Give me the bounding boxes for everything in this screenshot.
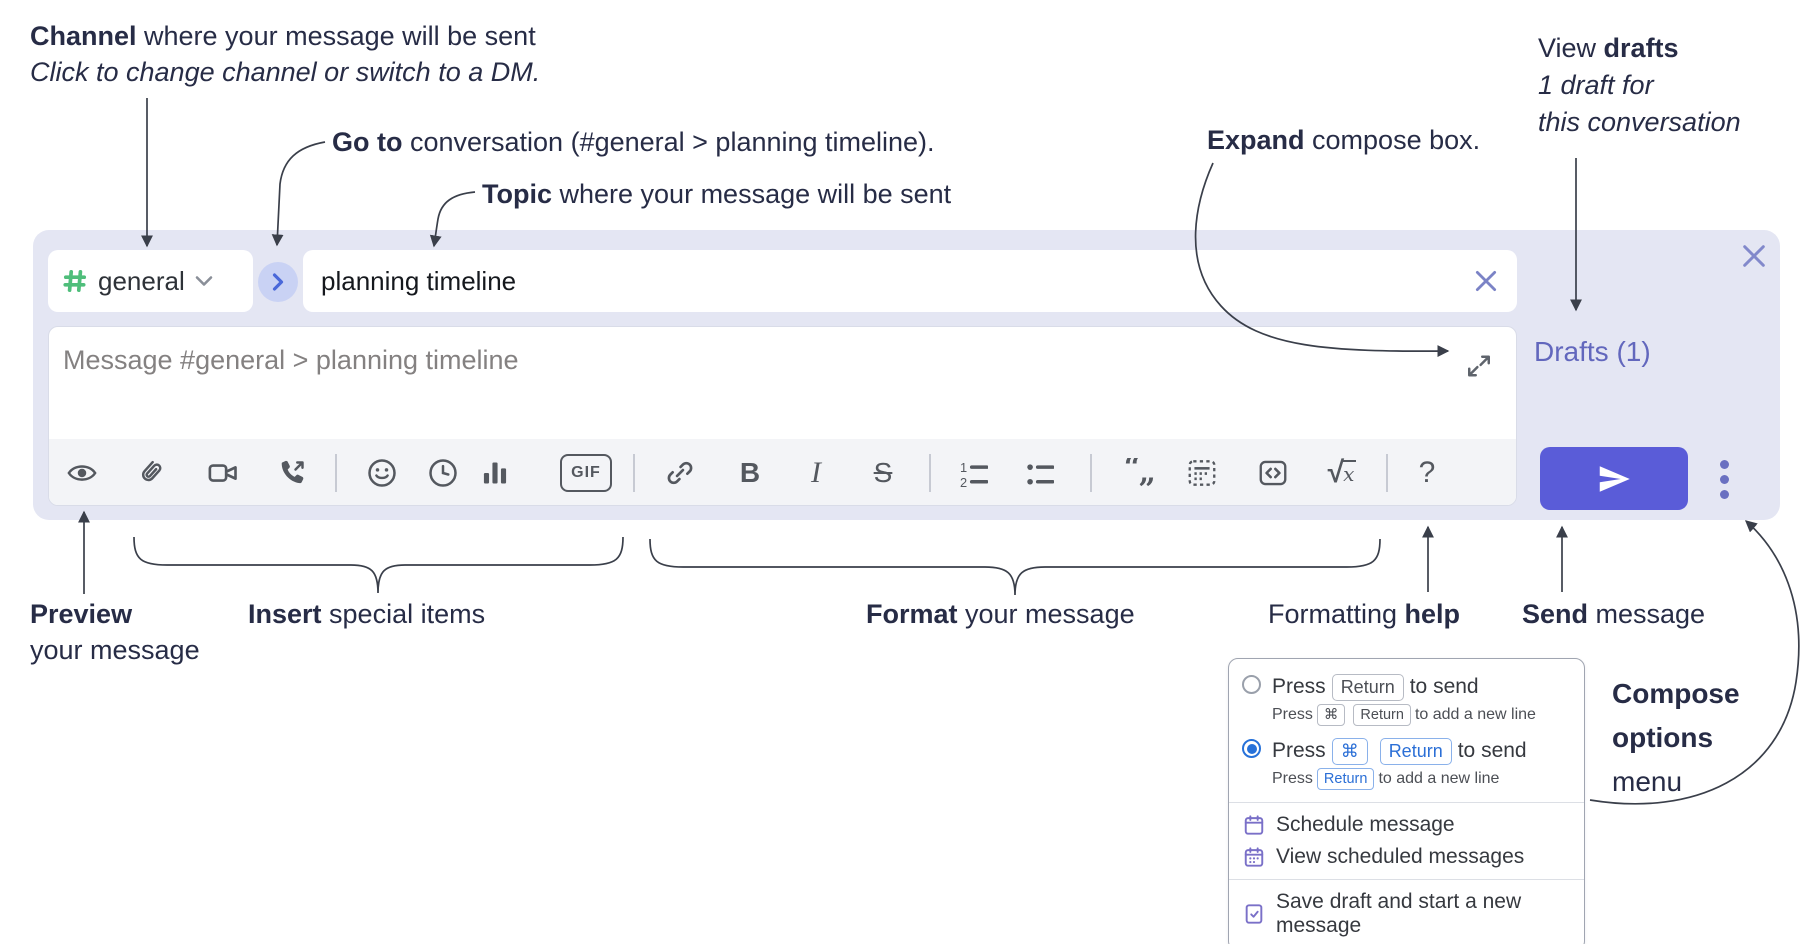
compose-options-annotation: Compose options menu (1612, 678, 1740, 797)
svg-text:„: „ (1139, 458, 1155, 488)
phone-outgoing-icon (281, 460, 304, 484)
send-button[interactable] (1540, 447, 1688, 510)
topic-input[interactable]: planning timeline (303, 250, 1517, 312)
message-placeholder: Message #general > planning timeline (63, 345, 519, 375)
help-annotation: Formatting help (1268, 599, 1461, 629)
clear-topic-icon[interactable] (1473, 268, 1499, 294)
drafts-link[interactable]: Drafts (1) (1534, 336, 1651, 367)
link-icon (667, 461, 693, 485)
strikethrough-button[interactable]: S (861, 451, 905, 495)
send-annotation: Send message (1522, 599, 1706, 629)
channel-hash-icon (63, 269, 87, 293)
menu-item-view-scheduled-messages[interactable]: View scheduled messages (1229, 841, 1584, 873)
bold-icon: B (739, 457, 761, 488)
toolbar-divider (633, 454, 635, 492)
paperclip-icon (141, 460, 162, 482)
formatting-help-button[interactable]: ? (1405, 451, 1449, 495)
radio-selected[interactable] (1242, 739, 1261, 758)
insert-brace (133, 536, 624, 594)
video-call-button[interactable] (201, 451, 245, 495)
goto-annotation: Go to conversation (#general > planning … (332, 127, 935, 157)
preview-button[interactable] (60, 451, 104, 495)
smiley-icon (368, 459, 396, 487)
bulleted-list-button[interactable] (1018, 451, 1062, 495)
ellipsis-dot (1719, 489, 1729, 499)
chevron-down-icon (195, 276, 213, 286)
emoji-button[interactable] (360, 451, 404, 495)
gif-button[interactable]: GIF (560, 451, 612, 495)
toolbar-divider (1090, 454, 1092, 492)
toolbar-divider (1386, 454, 1388, 492)
italic-button[interactable]: I (794, 451, 838, 495)
save-draft-icon (1245, 904, 1263, 924)
time-button[interactable] (421, 451, 465, 495)
topic-annotation: Topic where your message will be sent (482, 179, 952, 209)
toolbar-divider (335, 454, 337, 492)
bold-button[interactable]: B (728, 451, 772, 495)
ellipsis-dot (1719, 459, 1729, 469)
code-button[interactable] (1251, 451, 1295, 495)
spoiler-icon (1188, 460, 1216, 486)
svg-text:2: 2 (960, 475, 967, 487)
ellipsis-dot (1719, 474, 1729, 484)
send-icon (1599, 465, 1630, 492)
clock-icon (429, 459, 457, 487)
radio-unselected[interactable] (1242, 675, 1261, 694)
eye-icon (67, 465, 97, 481)
numbered-list-button[interactable]: 1 2 (952, 451, 996, 495)
close-compose-icon[interactable] (1740, 242, 1768, 270)
menu-item-save-draft[interactable]: Save draft and start a new message (1229, 886, 1584, 942)
popup-divider (1229, 879, 1584, 880)
expand-compose-icon[interactable] (1466, 353, 1492, 379)
message-box[interactable]: Message #general > planning timeline (48, 326, 1517, 506)
compose-options-menu-button[interactable] (1712, 454, 1736, 504)
calendar-icon (1244, 815, 1264, 835)
svg-text:“: “ (1125, 458, 1141, 485)
video-camera-icon (208, 464, 237, 482)
channel-selector[interactable]: general (48, 250, 253, 312)
topic-value: planning timeline (321, 265, 517, 296)
voice-call-button[interactable] (270, 451, 314, 495)
expand-annotation: Expand compose box. (1207, 125, 1481, 155)
toolbar-divider (929, 454, 931, 492)
poll-button[interactable] (473, 451, 517, 495)
quote-icon: “ „ (1125, 458, 1155, 488)
calendar-days-icon (1244, 847, 1264, 867)
bar-chart-icon (483, 462, 507, 484)
popup-divider (1229, 802, 1584, 803)
svg-text:1: 1 (960, 460, 967, 475)
view-drafts-annotation: View drafts 1 draft for this conversatio… (1538, 33, 1741, 137)
italic-icon: I (811, 456, 821, 489)
link-button[interactable] (658, 451, 702, 495)
formatting-toolbar (49, 439, 1516, 505)
question-mark-icon: ? (1418, 456, 1436, 489)
channel-annotation: Channel where your message will be sent … (30, 21, 541, 87)
attach-file-button[interactable] (128, 451, 172, 495)
gif-icon: GIF (560, 454, 612, 492)
insert-annotation: Insert special items (248, 599, 486, 629)
quote-button[interactable]: “ „ (1118, 451, 1162, 495)
format-annotation: Format your message (866, 599, 1135, 629)
bullet-list-icon (1027, 464, 1054, 485)
spoiler-button[interactable] (1180, 451, 1224, 495)
math-button[interactable]: √ x (1327, 456, 1357, 489)
sqrt-icon: √ (1327, 456, 1345, 489)
go-to-conversation-button[interactable] (258, 262, 298, 302)
ordered-list-icon: 1 2 (960, 460, 988, 487)
menu-item-schedule-message[interactable]: Schedule message (1229, 809, 1584, 841)
channel-name: general (98, 265, 185, 296)
preview-annotation: Preview your message (30, 599, 200, 665)
chevron-right-icon (272, 273, 284, 291)
strikethrough-icon: S (873, 457, 893, 488)
format-brace (649, 538, 1381, 596)
code-icon (1259, 460, 1287, 486)
